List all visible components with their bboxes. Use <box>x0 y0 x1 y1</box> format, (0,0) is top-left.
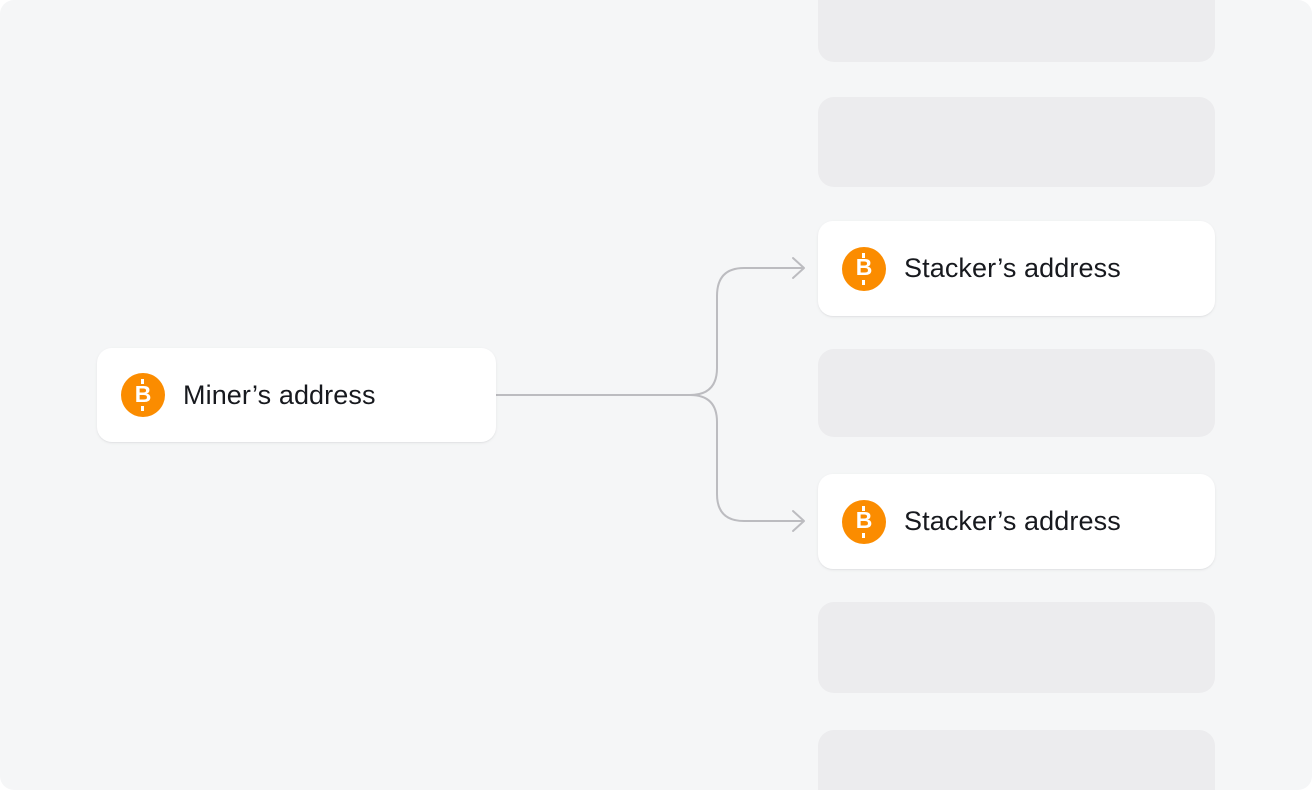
placeholder-card <box>818 349 1215 437</box>
bitcoin-icon: B <box>842 499 886 544</box>
placeholder-card <box>818 602 1215 693</box>
bitcoin-glyph: B <box>855 254 873 280</box>
bitcoin-icon: B <box>121 373 165 417</box>
placeholder-card <box>818 0 1215 62</box>
connector-branch-up <box>689 267 804 396</box>
bitcoin-glyph: B <box>855 507 873 533</box>
stacker-address-node-2: B Stacker’s address <box>818 474 1215 569</box>
miner-address-label: Miner’s address <box>183 379 376 410</box>
miner-address-node: B Miner’s address <box>97 348 496 442</box>
arrowhead-down-icon <box>792 510 805 532</box>
placeholder-card <box>818 97 1215 187</box>
stacker-address-label: Stacker’s address <box>904 506 1121 536</box>
placeholder-card <box>818 730 1215 790</box>
bitcoin-icon: B <box>842 246 886 291</box>
stacker-address-node-1: B Stacker’s address <box>818 221 1215 316</box>
bitcoin-glyph: B <box>134 380 152 407</box>
arrowhead-up-icon <box>792 257 805 279</box>
stacker-address-label: Stacker’s address <box>904 253 1121 283</box>
connector-branch-down <box>689 394 804 522</box>
